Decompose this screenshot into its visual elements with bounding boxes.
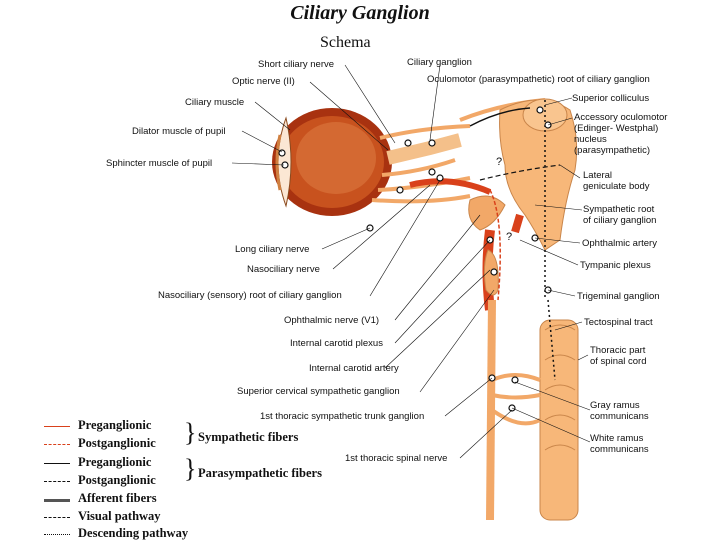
label-tectospinal-tract: Tectospinal tract [584, 317, 653, 328]
pathway-lines [469, 100, 561, 381]
label-ophthalmic-nerve: Ophthalmic nerve (V1) [284, 315, 380, 326]
label-white-ramus: White ramus communicans [590, 433, 649, 455]
legend-swatch [44, 463, 70, 464]
legend-swatch [44, 499, 70, 502]
legend-swatch [44, 517, 70, 518]
label-first-thoracic-spinal-nerve: 1st thoracic spinal nerve [345, 453, 448, 464]
label-short-ciliary-nerve: Short ciliary nerve [258, 59, 335, 70]
legend-text: Preganglionic [78, 455, 152, 469]
label-superior-colliculus: Superior colliculus [572, 93, 650, 104]
label-sphincter-muscle: Sphincter muscle of pupil [106, 158, 213, 169]
sympathetic-trunk [486, 299, 496, 521]
legend-text: Postganglionic [78, 436, 156, 450]
label-first-thoracic-trunk-ganglion: 1st thoracic sympathetic trunk ganglion [260, 411, 425, 422]
label-ophthalmic-artery: Ophthalmic artery [582, 238, 657, 249]
label-tympanic-plexus: Tympanic plexus [580, 260, 651, 271]
legend-swatch [44, 444, 70, 445]
question-mark-lower: ? [506, 231, 513, 243]
label-dilator-muscle: Dilator muscle of pupil [132, 126, 226, 137]
brainstem [499, 98, 578, 251]
legend-swatch [44, 426, 70, 427]
label-ciliary-muscle: Ciliary muscle [185, 97, 245, 108]
label-nasociliary-nerve: Nasociliary nerve [247, 264, 320, 275]
label-trigeminal-ganglion: Trigeminal ganglion [577, 291, 660, 302]
brace-sympathetic: } [184, 418, 197, 447]
legend-swatch [44, 481, 70, 482]
leader-lines [231, 64, 591, 459]
spinal-cord [539, 319, 579, 521]
label-optic-nerve: Optic nerve (II) [232, 76, 295, 87]
label-internal-carotid-artery: Internal carotid artery [309, 363, 399, 374]
label-lateral-geniculate: Lateral geniculate body [583, 170, 650, 192]
label-internal-carotid-plexus: Internal carotid plexus [290, 338, 383, 349]
optic-nerve [386, 133, 462, 165]
eyeball [272, 108, 392, 216]
legend-text: Descending pathway [78, 526, 189, 540]
legend-text: Preganglionic [78, 418, 152, 432]
legend-parasympathetic-label: Parasympathetic fibers [198, 466, 322, 480]
label-nasociliary-root: Nasociliary (sensory) root of ciliary ga… [158, 290, 342, 301]
legend-swatch [44, 534, 70, 535]
label-sympathetic-root: Sympathetic root of ciliary ganglion [583, 204, 657, 226]
page-subtitle: Schema [320, 34, 371, 51]
question-mark-upper: ? [496, 156, 503, 168]
label-oculomotor-root: Oculomotor (parasympathetic) root of cil… [427, 74, 650, 85]
rami-communicantes [490, 373, 541, 426]
legend-text: Afferent fibers [78, 491, 157, 505]
ciliary-nerves [371, 98, 546, 204]
label-gray-ramus: Gray ramus communicans [590, 400, 649, 422]
legend-text: Visual pathway [78, 509, 161, 523]
label-thoracic-spinal-cord: Thoracic part of spinal cord [590, 345, 647, 367]
label-ciliary-ganglion: Ciliary ganglion [407, 57, 472, 68]
legend-sympathetic-label: Sympathetic fibers [198, 430, 299, 444]
legend-text: Postganglionic [78, 473, 156, 487]
page-title: Ciliary Ganglion [290, 2, 430, 24]
label-superior-cervical-ganglion: Superior cervical sympathetic ganglion [237, 386, 400, 397]
brace-parasympathetic: } [184, 454, 197, 483]
label-accessory-oculomotor: Accessory oculomotor (Edinger- Westphal)… [574, 112, 668, 156]
label-long-ciliary-nerve: Long ciliary nerve [235, 244, 310, 255]
node-dots [278, 106, 552, 412]
